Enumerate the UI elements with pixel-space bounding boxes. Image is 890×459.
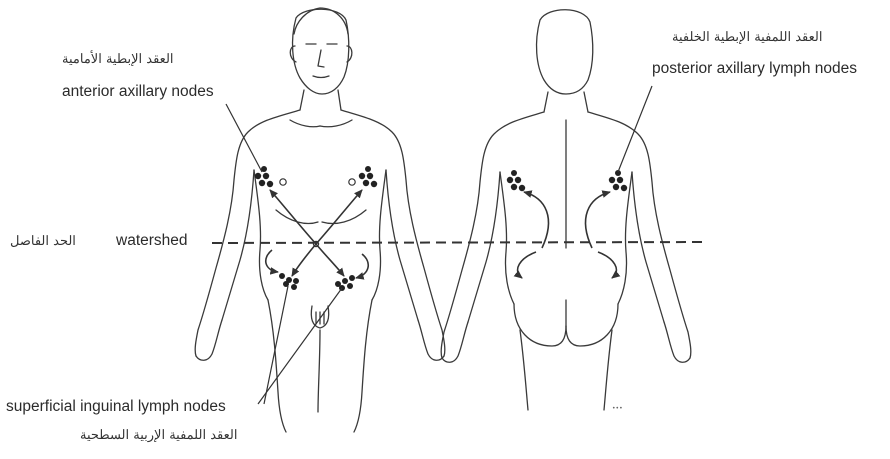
front-body-outline (195, 8, 445, 432)
watershed-line (212, 242, 708, 243)
anterior-nodes-label: anterior axillary nodes (62, 83, 214, 101)
inguinal-nodes-label: superficial inguinal lymph nodes (6, 398, 226, 416)
back-axillary-nodes-right (609, 170, 627, 191)
watershed-arabic-label: الحد الفاصل (10, 234, 76, 249)
posterior-leader (618, 86, 652, 172)
leader-lines (226, 86, 652, 404)
back-drainage-arrows (518, 192, 617, 278)
inguinal-leader-1 (264, 286, 288, 404)
front-nipple-right (349, 179, 355, 185)
anterior-leader (226, 104, 262, 172)
front-inguinal-nodes-right (335, 275, 355, 291)
watershed-label: watershed (116, 232, 188, 250)
front-axillary-nodes-left (255, 166, 273, 187)
front-inguinal-nodes-left (279, 273, 299, 290)
front-nipple-left (280, 179, 286, 185)
back-axillary-nodes-left (507, 170, 525, 191)
figure-tiny-mark: ••• (612, 405, 623, 412)
posterior-nodes-arabic-label: العقد اللمفية الإبطية الخلفية (672, 30, 822, 45)
inguinal-leader-2 (258, 288, 342, 404)
front-axillary-nodes-right (359, 166, 377, 187)
inguinal-nodes-arabic-label: العقد اللمفية الإربية السطحية (80, 428, 237, 443)
anterior-nodes-arabic-label: العقد الإبطية الأمامية (62, 52, 174, 67)
front-drainage-arrows (266, 190, 369, 278)
posterior-nodes-label: posterior axillary lymph nodes (652, 60, 857, 78)
